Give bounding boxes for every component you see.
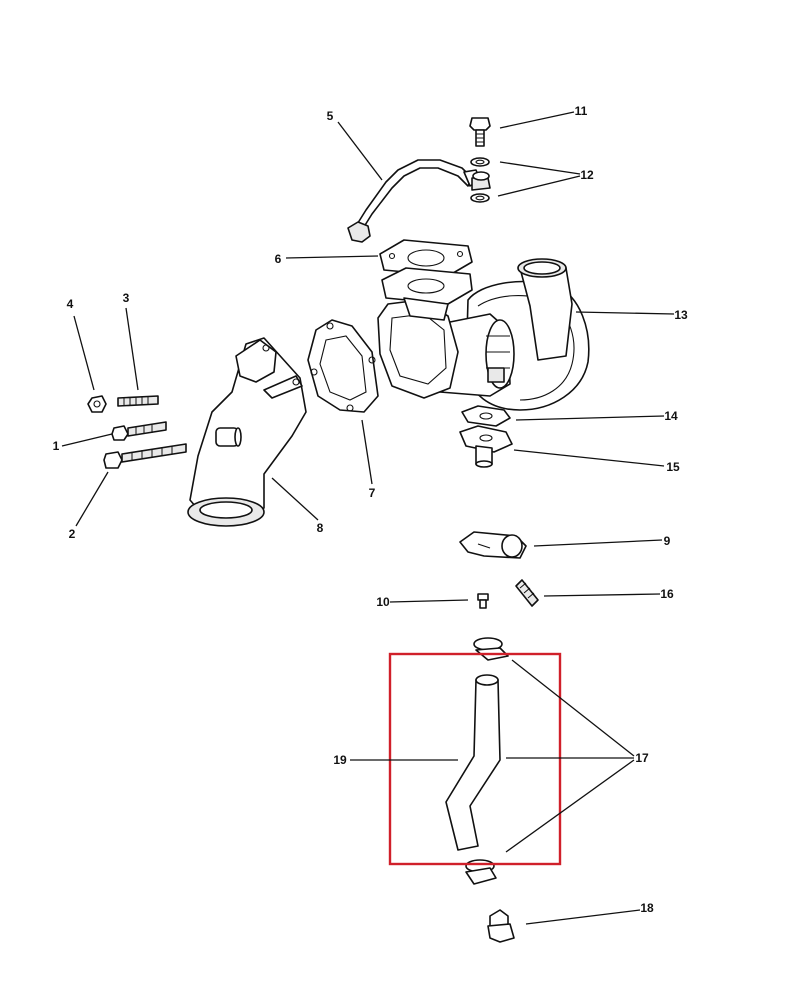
- part-9-bracket[interactable]: [459, 531, 527, 559]
- callout-7: 7: [369, 486, 376, 500]
- callout-1: 1: [53, 439, 60, 453]
- callout-19: 19: [333, 753, 347, 767]
- part-13-turbocharger[interactable]: [377, 258, 590, 411]
- part-3-stud[interactable]: [117, 395, 159, 407]
- callout-13: 13: [674, 308, 688, 322]
- callout-12: 12: [580, 168, 594, 182]
- part-4-nut[interactable]: [87, 395, 107, 413]
- callout-15: 15: [666, 460, 680, 474]
- part-14-drain-gasket[interactable]: [461, 405, 511, 427]
- part-15-drain-flange[interactable]: [459, 425, 513, 468]
- callout-9: 9: [664, 534, 671, 548]
- part-7-outlet-gasket[interactable]: [307, 319, 379, 413]
- callout-labels: 4 3 1 2 5 6 7 8 9 10 11 12 13 14 15 16 1…: [53, 104, 688, 915]
- callout-2: 2: [69, 527, 76, 541]
- highlight-box: [388, 652, 562, 866]
- part-19-hose[interactable]: [445, 674, 501, 851]
- part-16-stud[interactable]: [515, 579, 539, 607]
- callout-3: 3: [123, 291, 130, 305]
- leader-lines: [61, 111, 675, 925]
- part-10-bolt[interactable]: [477, 593, 489, 609]
- part-8-exhaust-elbow[interactable]: [187, 337, 307, 527]
- callout-4: 4: [67, 297, 74, 311]
- callout-17: 17: [635, 751, 649, 765]
- callout-14: 14: [664, 409, 678, 423]
- part-11-banjo-bolt[interactable]: [469, 117, 491, 147]
- part-6-flange-gasket[interactable]: [379, 239, 473, 277]
- callout-10: 10: [376, 595, 390, 609]
- callout-5: 5: [327, 109, 334, 123]
- part-5-oil-feed-pipe[interactable]: [347, 159, 481, 243]
- part-12-sealing-washers[interactable]: [470, 157, 491, 203]
- part-2-bolt[interactable]: [103, 443, 187, 469]
- callout-6: 6: [275, 252, 282, 266]
- callout-18: 18: [640, 901, 654, 915]
- part-1-bolt[interactable]: [111, 421, 167, 441]
- callout-8: 8: [317, 521, 324, 535]
- callout-16: 16: [660, 587, 674, 601]
- part-17-hose-clip-upper[interactable]: [473, 637, 509, 661]
- callout-11: 11: [575, 104, 588, 118]
- part-18-union[interactable]: [487, 909, 515, 943]
